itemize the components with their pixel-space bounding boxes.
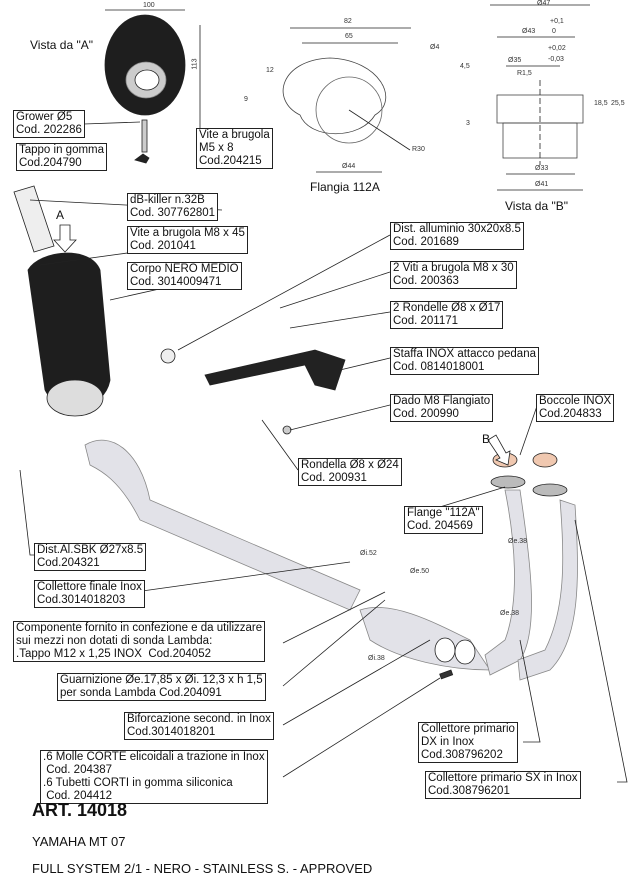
dim: 4,5	[460, 63, 470, 70]
label-guarnizione: Guarnizione Øe.17,85 x Øi. 12,3 x h 1,5 …	[57, 673, 266, 701]
dim: Ø43	[522, 28, 536, 35]
label-boccole: Boccole INOX Cod.204833	[536, 394, 615, 422]
label-viti-m8x30: 2 Viti a brugola M8 x 30 Cod. 200363	[390, 261, 517, 289]
label-vite-m8x45: Vite a brugola M8 x 45 Cod. 201041	[127, 226, 248, 254]
dim: 65	[345, 33, 353, 40]
label-flange: Flange "112A" Cod. 204569	[404, 506, 483, 534]
dim: Ø41	[535, 181, 549, 188]
dim: Ø33	[535, 165, 549, 172]
flange-title: Flangia 112A	[310, 180, 380, 194]
dim: Ø44	[342, 163, 356, 170]
flange-112a-outline	[282, 57, 386, 134]
dim: -0,03	[548, 56, 564, 63]
dim: +0,02	[548, 45, 566, 52]
dim: Ø4	[430, 44, 440, 51]
label-componente: Componente fornito in confezione e da ut…	[13, 621, 266, 662]
arrow-b-icon	[487, 434, 511, 466]
collettore-sx	[517, 499, 578, 681]
dim: 0	[552, 28, 556, 35]
dim: 113	[191, 58, 199, 70]
label-rondella: Rondella Ø8 x Ø24 Cod. 200931	[298, 458, 402, 486]
dim: 100	[143, 2, 155, 9]
staffa-inox	[204, 349, 346, 391]
diameter-label: Øi.52	[360, 550, 377, 557]
dim: R30	[412, 146, 425, 153]
label-tappo-gomma: Tappo in gomma Cod.204790	[16, 143, 108, 171]
system-description: FULL SYSTEM 2/1 - NERO - STAINLESS S. - …	[32, 861, 373, 876]
flange-2	[532, 483, 568, 497]
arrow-a-icon	[53, 224, 77, 253]
dim: 82	[344, 18, 352, 25]
dim: 18,5	[594, 100, 608, 107]
label-collettore-dx: Collettore primario DX in Inox Cod.30879…	[418, 722, 518, 763]
collettore-dx	[484, 489, 532, 676]
dim: Ø47	[537, 0, 551, 7]
dim: R1,5	[517, 70, 532, 77]
article-number: ART. 14018	[32, 800, 128, 820]
muffler-outlet	[46, 379, 104, 417]
dist-alluminio	[160, 348, 176, 364]
view-b-title: Vista da "B"	[505, 199, 568, 213]
label-dado: Dado M8 Flangiato Cod. 200990	[390, 394, 494, 422]
diameter-label: Øe.38	[500, 610, 520, 617]
label-collettore-sx: Collettore primario SX in Inox Cod.30879…	[425, 771, 581, 799]
label-rondelle: 2 Rondelle Ø8 x Ø17 Cod. 201171	[390, 301, 504, 329]
boccola-2	[532, 452, 558, 468]
dim: Ø35	[508, 57, 522, 64]
label-staffa: Staffa INOX attacco pedana Cod. 08140180…	[390, 347, 539, 375]
diameter-label: Øe.38	[508, 538, 528, 545]
dim: +0,1	[550, 18, 564, 25]
dim: 25,5	[611, 100, 625, 107]
dim: 3	[466, 120, 470, 127]
flange-1	[490, 475, 526, 489]
label-vite-m5: Vite a brugola M5 x 8 Cod.204215	[196, 128, 273, 169]
grower-screw	[141, 119, 148, 153]
nut-m8	[282, 425, 292, 435]
label-corpo: Corpo NERO MEDIO Cod. 3014009471	[127, 262, 242, 290]
label-grower: Grower Ø5 Cod. 202286	[13, 110, 85, 138]
label-db-killer: dB-killer n.32B Cod. 307762801	[127, 193, 219, 221]
rubber-cap-icon	[134, 153, 150, 164]
marker-b: B	[482, 432, 491, 446]
label-dist-alluminio: Dist. alluminio 30x20x8.5 Cod. 201689	[390, 222, 524, 250]
db-killer	[13, 185, 55, 253]
label-biforcazione: Biforcazione second. in Inox Cod.3014018…	[124, 712, 274, 740]
marker-a: A	[56, 208, 65, 222]
collettore-finale	[84, 439, 361, 611]
model-name: YAMAHA MT 07	[32, 834, 126, 849]
spring	[439, 669, 454, 680]
label-molle: .6 Molle CORTE elicoidali a trazione in …	[40, 750, 268, 804]
dim: 9	[244, 96, 248, 103]
label-collettore-finale: Collettore finale Inox Cod.3014018203	[34, 580, 145, 608]
label-dist-sbk: Dist.Al.SBK Ø27x8.5 Cod.204321	[34, 543, 147, 571]
view-a-title: Vista da "A"	[30, 38, 93, 52]
dim: 12	[266, 67, 274, 74]
diameter-label: Øe.50	[410, 568, 430, 575]
diameter-label: Øi.38	[368, 655, 385, 662]
